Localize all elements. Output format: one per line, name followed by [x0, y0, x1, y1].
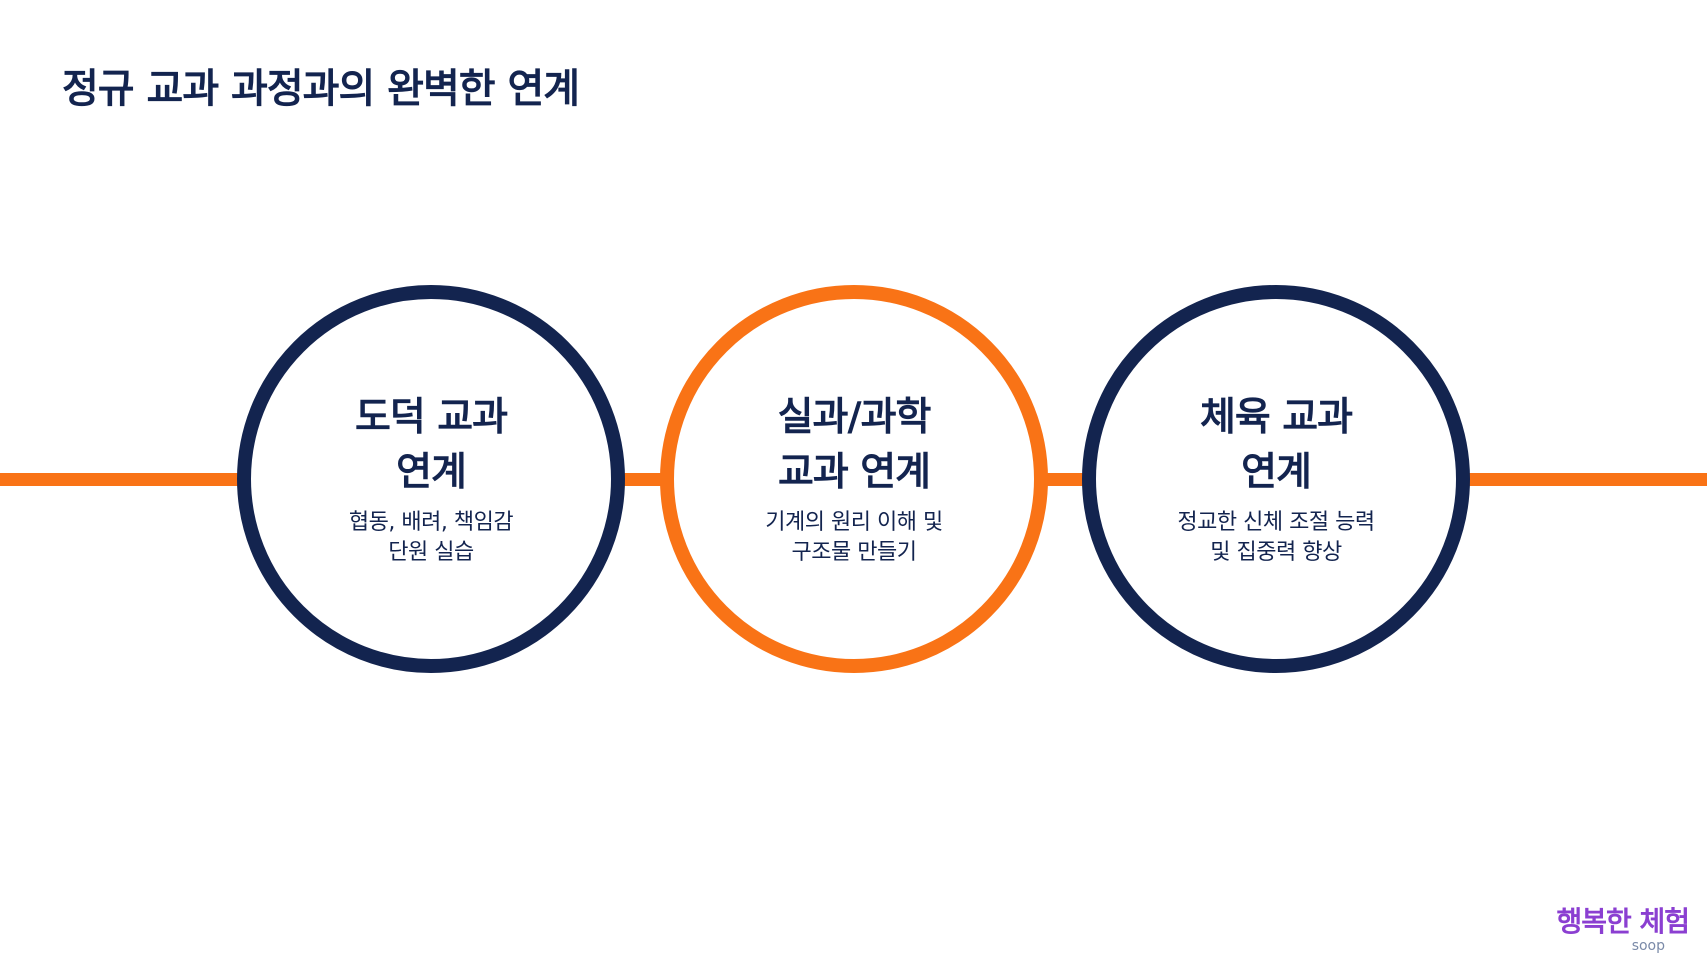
circle-desc-line: 단원 실습 [388, 540, 474, 565]
brand-logo: 행복한 체험 soop [1556, 905, 1690, 955]
circle-moral: 도덕 교과 연계 협동, 배려, 책임감 단원 실습 [237, 285, 625, 673]
logo-text: 행복한 체험 [1556, 905, 1690, 938]
circle-title-line: 실과/과학 [777, 395, 932, 440]
circle-title-line: 교과 연계 [777, 450, 931, 495]
circle-description: 협동, 배려, 책임감 단원 실습 [348, 508, 514, 568]
circle-title-line: 연계 [1241, 450, 1312, 495]
circle-desc-line: 기계의 원리 이해 및 [765, 510, 943, 535]
circle-title: 체육 교과 연계 [1199, 390, 1353, 500]
circle-practical-science: 실과/과학 교과 연계 기계의 원리 이해 및 구조물 만들기 [660, 285, 1048, 673]
circle-physical-education: 체육 교과 연계 정교한 신체 조절 능력 및 집중력 향상 [1082, 285, 1470, 673]
circle-title-line: 체육 교과 [1199, 395, 1353, 440]
circle-desc-line: 구조물 만들기 [791, 540, 917, 565]
circle-title-line: 연계 [396, 450, 467, 495]
circle-title: 도덕 교과 연계 [354, 390, 508, 500]
circle-title: 실과/과학 교과 연계 [777, 390, 932, 500]
circle-desc-line: 정교한 신체 조절 능력 [1177, 510, 1375, 535]
circle-desc-line: 및 집중력 향상 [1210, 540, 1342, 565]
page-title: 정규 교과 과정과의 완벽한 연계 [62, 66, 580, 112]
logo-subtext: soop [1631, 938, 1665, 954]
circle-title-line: 도덕 교과 [354, 395, 508, 440]
circle-desc-line: 협동, 배려, 책임감 [348, 510, 514, 535]
circle-description: 정교한 신체 조절 능력 및 집중력 향상 [1177, 508, 1375, 568]
circle-description: 기계의 원리 이해 및 구조물 만들기 [765, 508, 943, 568]
